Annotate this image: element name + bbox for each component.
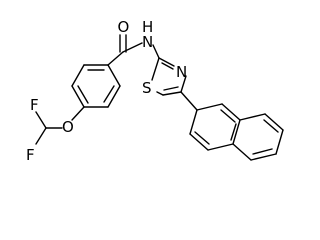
bond-thiazole-c4-c5-inner (163, 86, 179, 91)
atom-labels: O N H N S O F F (26, 18, 187, 164)
atom-oxygen-carbonyl: O (118, 18, 130, 36)
atom-oxygen-ether: O (62, 118, 74, 136)
bonds (35, 34, 284, 161)
bond-naph-b3 (275, 129, 284, 155)
bond-thiazole-c2-n3-double (158, 57, 175, 67)
bond-naph-shared-inner (230, 123, 237, 141)
atom-nitrogen-amide: N (142, 33, 153, 51)
bond-naph-a4 (207, 143, 234, 151)
bond-naph-a5 (189, 133, 209, 151)
bond-naph-b2 (264, 113, 284, 131)
bond-thiazole-n3-c4 (180, 75, 187, 93)
bond-benzene-5 (107, 85, 121, 108)
bond-naph-a3 (232, 119, 241, 145)
bond-naph-b2-inner (263, 119, 279, 133)
bond-naph-b1 (239, 113, 266, 121)
atom-fluorine-lower: F (26, 146, 35, 164)
atom-nitrogen-thiazole: N (176, 63, 187, 81)
bond-benzene-6 (107, 64, 121, 87)
atom-hydrogen-amide: H (142, 18, 153, 36)
bond-thiazole-c2-n3-inner (161, 62, 174, 70)
bond-naph-a5-inner (194, 131, 210, 145)
bond-thiazole-c5-s1 (156, 91, 164, 96)
bond-thiazole-s1-c2 (151, 57, 160, 81)
bond-benzene-5-inner (103, 85, 115, 103)
bond-ring-ether (71, 106, 85, 121)
bond-carbonyl-ring (107, 51, 124, 66)
bond-benzene-3-inner (77, 85, 89, 104)
bond-naph-b5 (232, 143, 252, 161)
bond-naph-b4-inner (252, 148, 273, 155)
atom-sulfur-thiazole: S (142, 79, 152, 97)
bond-naph-a1 (196, 103, 223, 111)
bond-thiazole-c4-c5 (162, 91, 182, 96)
atom-fluorine-upper: F (30, 96, 39, 114)
structure-diagram: O N H N S O F F (26, 18, 284, 164)
bond-naph-a2-inner (220, 109, 236, 123)
bond-chf2-fluorine-upper (35, 111, 47, 129)
bond-carbonyl-nitrogen (122, 42, 143, 53)
bond-benzene-2 (71, 64, 85, 87)
bond-naph-a2 (221, 103, 241, 121)
bond-thiazole-naphthalene (180, 91, 198, 111)
bond-chf2-fluorine-lower (35, 127, 47, 145)
bond-naph-b4 (250, 153, 277, 161)
bond-nitrogen-thiazole (152, 44, 160, 59)
bond-naph-a6 (189, 109, 198, 135)
bond-benzene-3 (71, 85, 85, 108)
